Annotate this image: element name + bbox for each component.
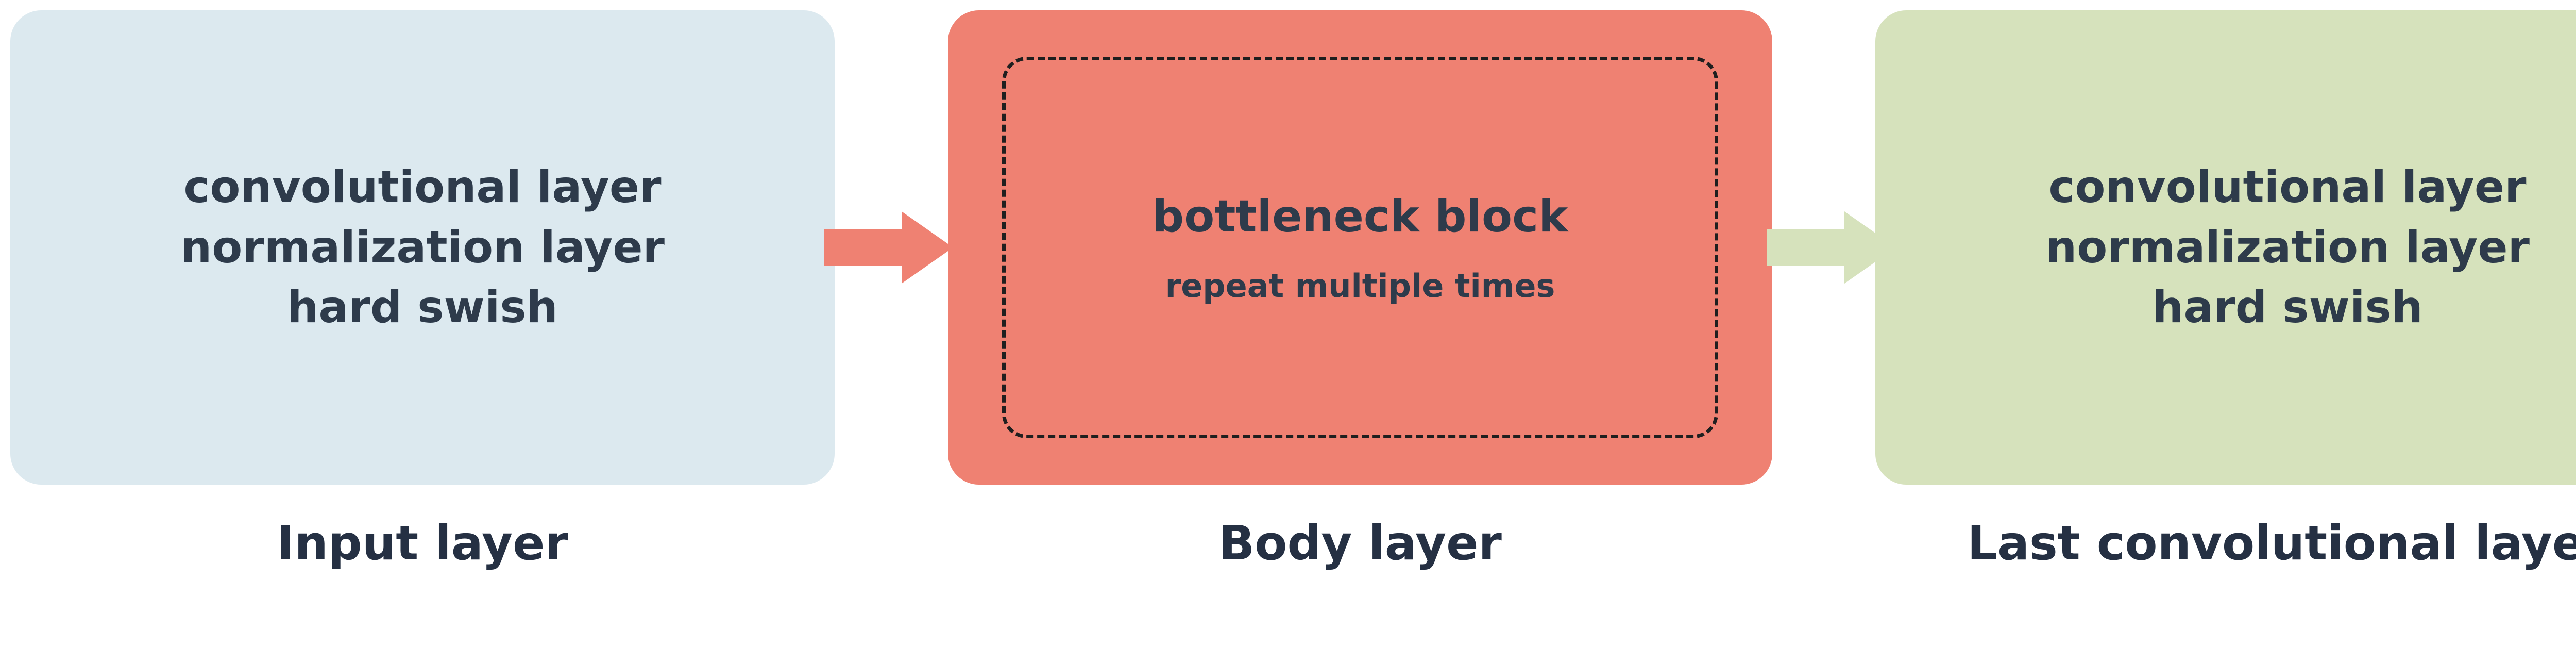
bottleneck-block-title: bottleneck block — [1152, 190, 1568, 242]
stage-input-layer: convolutional layer normalization layer … — [10, 10, 835, 485]
input-layer-caption: Input layer — [277, 516, 568, 571]
bottleneck-block-repeat-note: repeat multiple times — [1165, 267, 1555, 305]
input-layer-text: convolutional layer normalization layer … — [180, 161, 665, 334]
last-convolutional-layer-box: convolutional layer normalization layer … — [1875, 10, 2576, 485]
last-convolutional-layer-caption: Last convolutional layer — [1967, 516, 2576, 571]
arrow-input-to-body-icon — [824, 211, 953, 284]
last-convolutional-layer-text: convolutional layer normalization layer … — [2045, 161, 2530, 334]
arrow-body-to-last-icon — [1767, 211, 1896, 284]
input-layer-box: convolutional layer normalization layer … — [10, 10, 835, 485]
body-layer-box: bottleneck block repeat multiple times — [948, 10, 1772, 485]
stage-last-convolutional-layer: convolutional layer normalization layer … — [1875, 10, 2576, 485]
bottleneck-block-group: bottleneck block repeat multiple times — [1002, 57, 1718, 438]
stage-body-layer: bottleneck block repeat multiple times — [948, 10, 1772, 485]
body-layer-caption: Body layer — [1218, 516, 1502, 571]
